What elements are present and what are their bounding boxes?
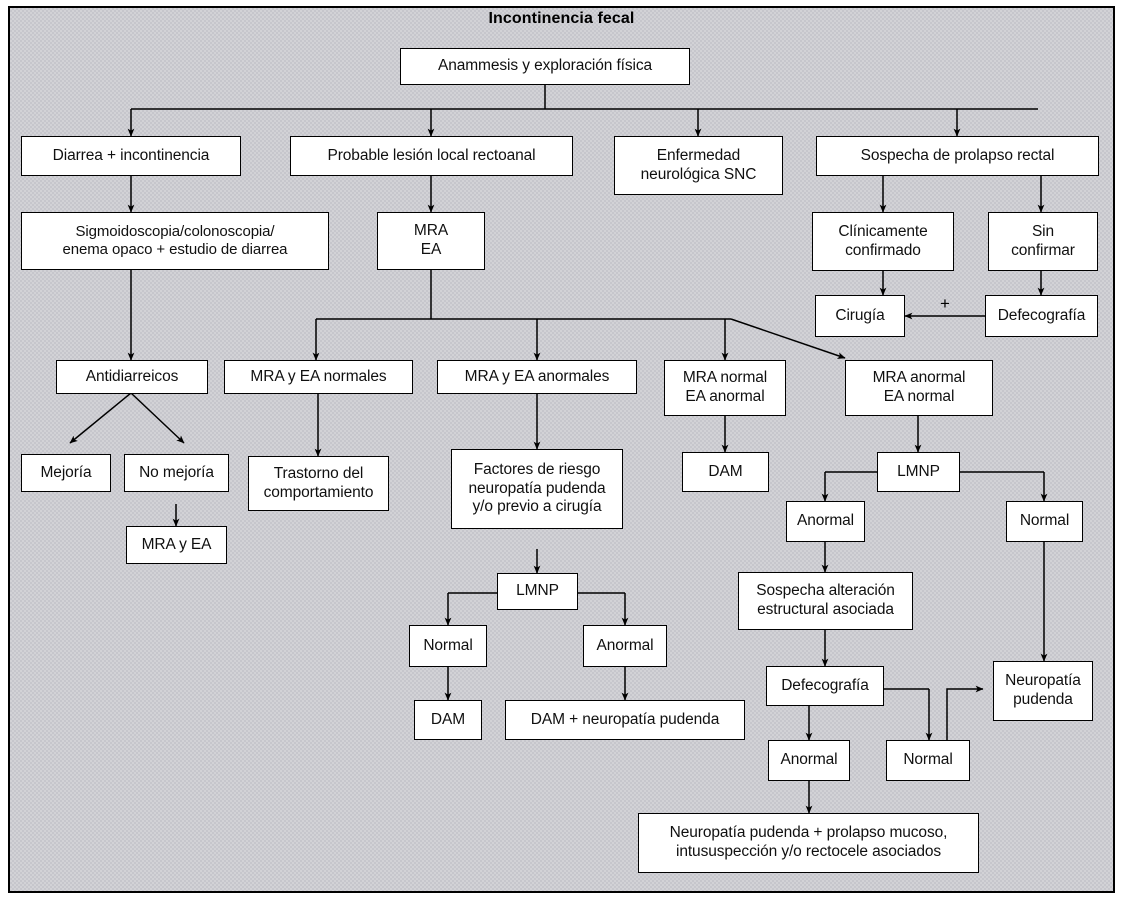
- node-trastorno-comportamiento[interactable]: Trastorno del comportamiento: [248, 456, 389, 511]
- node-mra-normal-ea-anormal[interactable]: MRA normal EA anormal: [664, 360, 786, 416]
- node-neuropatia-pudenda-right[interactable]: Neuropatía pudenda: [993, 661, 1093, 721]
- node-normal-lmnp-right[interactable]: Normal: [1006, 501, 1083, 542]
- node-mra-ea-anormales[interactable]: MRA y EA anormales: [437, 360, 637, 394]
- node-sigmoidoscopia[interactable]: Sigmoidoscopia/colonoscopia/ enema opaco…: [21, 212, 329, 270]
- node-mra-y-ea[interactable]: MRA y EA: [126, 526, 227, 564]
- node-dam-neuropatia-pudenda[interactable]: DAM + neuropatía pudenda: [505, 700, 745, 740]
- node-sin-confirmar[interactable]: Sin confirmar: [988, 212, 1098, 271]
- node-anormal-lmnp-center[interactable]: Anormal: [583, 625, 667, 667]
- edge-label-plus: +: [940, 294, 950, 313]
- node-lesion-local-rectoanal[interactable]: Probable lesión local rectoanal: [290, 136, 573, 176]
- page-title: Incontinencia fecal: [488, 10, 635, 27]
- node-mejoria[interactable]: Mejoría: [21, 454, 111, 492]
- node-cirugia[interactable]: Cirugía: [815, 295, 905, 337]
- node-dam-lmnp-normal[interactable]: DAM: [414, 700, 482, 740]
- node-final-diagnostico[interactable]: Neuropatía pudenda + prolapso mucoso, in…: [638, 813, 979, 873]
- node-defecografia-prolapso[interactable]: Defecografía: [985, 295, 1098, 337]
- node-mra-anormal-ea-normal[interactable]: MRA anormal EA normal: [845, 360, 993, 416]
- node-factores-riesgo[interactable]: Factores de riesgo neuropatía pudenda y/…: [451, 449, 623, 529]
- node-antidiarreicos[interactable]: Antidiarreicos: [56, 360, 208, 394]
- node-lmnp-right[interactable]: LMNP: [877, 452, 960, 492]
- node-dam-mra-normal[interactable]: DAM: [682, 452, 769, 492]
- node-enfermedad-neurologica[interactable]: Enfermedad neurológica SNC: [614, 136, 783, 195]
- node-anormal-defeco[interactable]: Anormal: [768, 740, 850, 781]
- node-anormal-lmnp-right[interactable]: Anormal: [786, 501, 865, 542]
- node-normal-defeco[interactable]: Normal: [886, 740, 970, 781]
- node-no-mejoria[interactable]: No mejoría: [124, 454, 229, 492]
- node-mra-ea[interactable]: MRA EA: [377, 212, 485, 270]
- node-clinicamente-confirmado[interactable]: Clínicamente confirmado: [812, 212, 954, 271]
- node-diarrea-incontinencia[interactable]: Diarrea + incontinencia: [21, 136, 241, 176]
- node-anamnesis[interactable]: Anammesis y exploración física: [400, 48, 690, 85]
- node-normal-lmnp-center[interactable]: Normal: [409, 625, 487, 667]
- node-sospecha-alteracion[interactable]: Sospecha alteración estructural asociada: [738, 572, 913, 630]
- node-sospecha-prolapso-rectal[interactable]: Sospecha de prolapso rectal: [816, 136, 1099, 176]
- node-defecografia-estructural[interactable]: Defecografía: [766, 666, 884, 706]
- node-lmnp-center[interactable]: LMNP: [497, 573, 578, 610]
- node-mra-ea-normales[interactable]: MRA y EA normales: [224, 360, 413, 394]
